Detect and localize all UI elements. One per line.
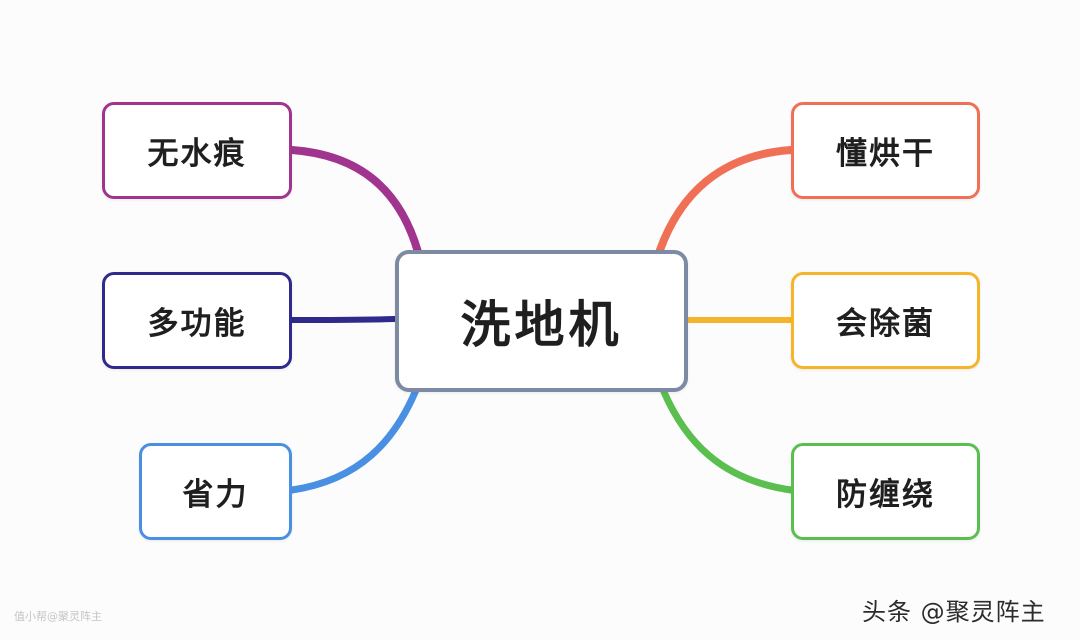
branch-node-no-water-marks: 无水痕 [102, 102, 292, 199]
watermark-bottom-left: 值小帮@聚灵阵主 [14, 610, 102, 623]
branch-node-effort-saving: 省力 [139, 443, 292, 540]
connector-left-2 [289, 316, 398, 323]
watermark-bottom-right: 头条 @聚灵阵主 [862, 598, 1046, 626]
connector-left-1 [288, 146, 422, 256]
connector-left-3 [288, 386, 420, 494]
branch-node-anti-tangle: 防缠绕 [791, 443, 980, 540]
connector-right-3 [660, 388, 795, 494]
center-node: 洗地机 [395, 250, 688, 392]
branch-node-multifunction: 多功能 [102, 272, 292, 369]
connector-right-1 [656, 146, 795, 254]
branch-node-sterilization: 会除菌 [791, 272, 980, 369]
branch-node-drying: 懂烘干 [791, 102, 980, 199]
